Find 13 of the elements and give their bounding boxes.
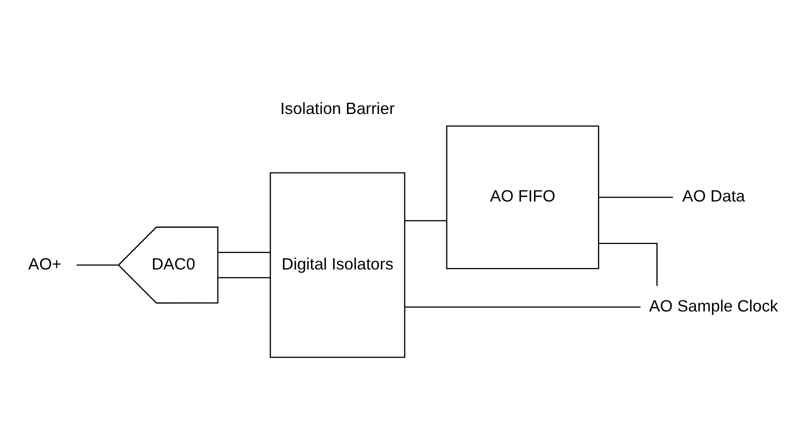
label: Isolation Barrier [280,100,395,118]
connector [218,276,270,278]
connector [218,251,270,252]
connector [404,220,447,221]
connector [76,264,118,266]
connector [404,306,641,308]
node-text: AO Sample Clock [649,296,778,315]
node-text: AO Data [682,187,745,206]
node-text: AO+ [28,254,62,273]
connector [598,242,658,286]
node-box: AO FIFO [446,124,600,269]
connector [598,196,673,198]
node-box: Digital Isolators [270,172,406,358]
